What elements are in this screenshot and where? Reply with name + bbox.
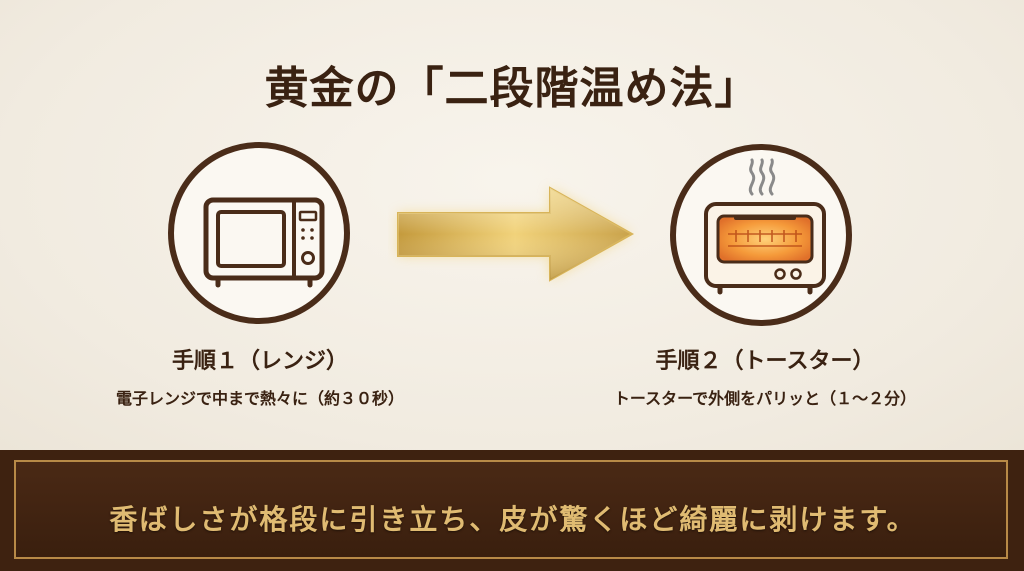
bottom-banner: 香ばしさが格段に引き立ち、皮が驚くほど綺麗に剥けます。: [0, 450, 1024, 571]
toaster-oven-icon: [704, 158, 826, 295]
step2-icon-circle: [670, 144, 852, 326]
steam-icon: [748, 158, 776, 196]
gold-arrow-icon: [397, 186, 635, 282]
step2-description: トースターで外側をパリッと（１〜２分）: [613, 389, 917, 408]
step1-title: 手順１（レンジ）: [171, 348, 348, 374]
step2-title: 手順２（トースター）: [655, 348, 875, 374]
banner-text: 香ばしさが格段に引き立ち、皮が驚くほど綺麗に剥けます。: [109, 503, 917, 536]
step1-description: 電子レンジで中まで熱々に（約３０秒）: [115, 389, 404, 408]
page-title: 黄金の「二段階温め法」: [264, 63, 760, 114]
step1-icon-circle: [168, 142, 350, 324]
banner-frame: 香ばしさが格段に引き立ち、皮が驚くほど綺麗に剥けます。: [14, 460, 1008, 559]
microwave-icon: [203, 197, 325, 288]
